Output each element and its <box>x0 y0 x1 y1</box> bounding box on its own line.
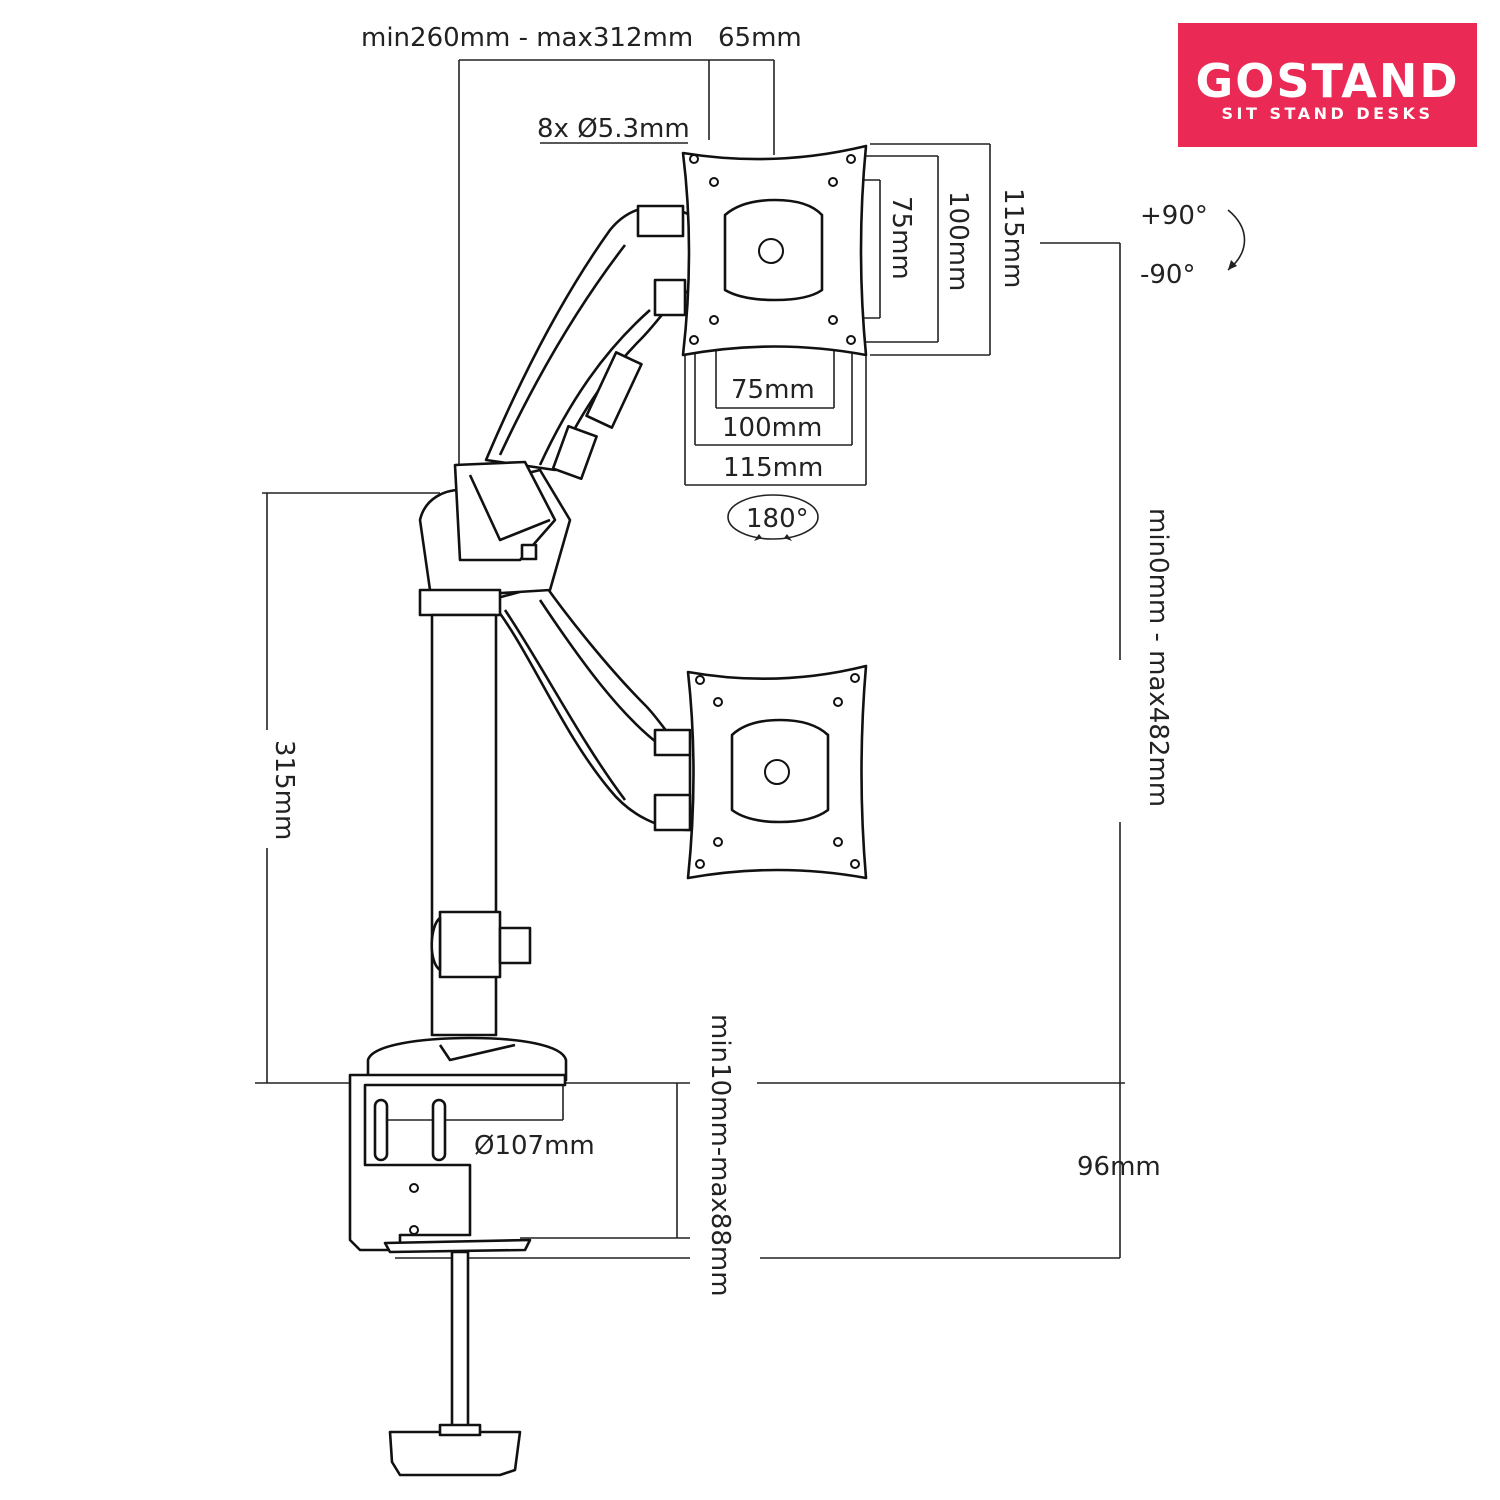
vesa-75-vertical-label: 75mm <box>886 196 916 280</box>
rotation-indicators <box>727 209 1246 541</box>
tilt-arrow-icon <box>1228 260 1237 270</box>
vesa-plate-lower <box>686 664 868 880</box>
swivel-arrow-icon <box>754 534 762 541</box>
vesa-plate-upper <box>681 144 868 357</box>
pole-height-label: 315mm <box>269 740 299 840</box>
base-diameter-label: Ø107mm <box>474 1131 595 1161</box>
arm-reach-label: min260mm - max312mm <box>361 23 693 53</box>
screw-holes-label: 8x Ø5.3mm <box>537 114 690 144</box>
brand-tagline: SIT STAND DESKS <box>1221 104 1434 123</box>
dimension-lines <box>255 59 1125 1259</box>
height-range-label: min0mm - max482mm <box>1143 508 1173 807</box>
plate-115-vertical-label: 115mm <box>998 188 1028 288</box>
dimension-labels: min260mm - max312mm 65mm 8x Ø5.3mm 75mm … <box>269 23 1208 1297</box>
brand-name: GOSTAND <box>1195 54 1460 108</box>
desk-thickness-label: min10mm-max88mm <box>705 1014 735 1297</box>
monitor-arm <box>348 204 692 1477</box>
clamp-depth-label: 96mm <box>1077 1152 1161 1182</box>
tilt-down-label: -90° <box>1140 260 1195 290</box>
vesa-75-horizontal-label: 75mm <box>731 375 815 405</box>
plate-offset-label: 65mm <box>718 23 802 53</box>
vesa-100-vertical-label: 100mm <box>943 191 973 291</box>
gostand-logo: GOSTAND SIT STAND DESKS <box>1178 23 1477 147</box>
plate-115-horizontal-label: 115mm <box>723 453 823 483</box>
swivel-label: 180° <box>746 504 809 534</box>
tilt-up-label: +90° <box>1140 201 1208 231</box>
vesa-100-horizontal-label: 100mm <box>722 413 822 443</box>
